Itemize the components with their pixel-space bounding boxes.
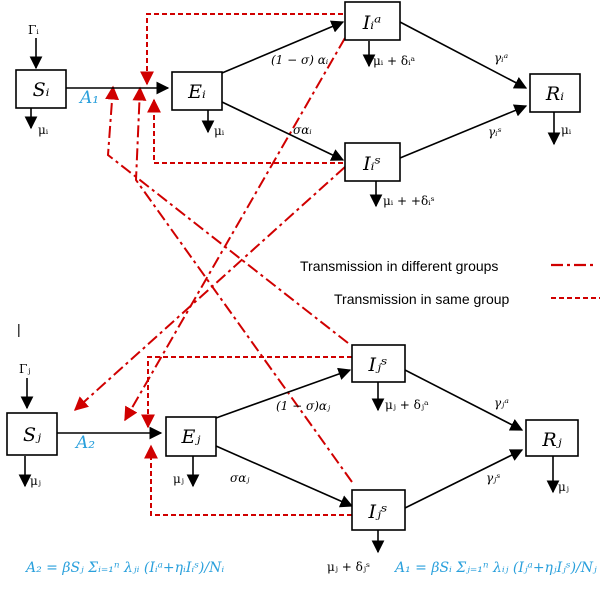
cross-line-is-to-sj (73, 166, 346, 411)
legend: Transmission in different groups Transmi… (300, 258, 600, 307)
box-iai (344, 1, 401, 41)
label-sj: Sⱼ (23, 424, 41, 446)
rate-ia-r-j: γⱼᵃ (494, 396, 509, 410)
formula-a2: A₂ = βSⱼ Σᵢ₌₁ⁿ λⱼᵢ (Iᵢᵃ+ηᵢIᵢˢ)/Nᵢ (24, 560, 224, 576)
label-ei: Eᵢ (187, 81, 206, 103)
mu-label-ej: μⱼ (173, 472, 184, 486)
stray-mark: | (17, 321, 21, 337)
rate-is-r-j: γⱼˢ (486, 471, 500, 485)
box-labels: Sᵢ Eᵢ Iᵢᵃ Iᵢˢ Rᵢ Sⱼ Eⱼ Iⱼˢ Iⱼˢ Rⱼ (23, 12, 564, 523)
same-group-line-ja-to-e (141, 356, 352, 429)
rate-labels: Γᵢ μᵢ μᵢ μᵢ + δᵢᵃ μᵢ + +δᵢˢ μᵢ (1 − σ) α… (19, 23, 572, 574)
box-isi (344, 142, 401, 182)
mu-label-iai: μᵢ + δᵢᵃ (373, 54, 416, 68)
compartment-boxes (6, 1, 581, 531)
label-ri: Rᵢ (545, 83, 564, 105)
formula-a1: A₁ = βSᵢ Σⱼ₌₁ⁿ λᵢⱼ (Iⱼᵃ+ηⱼIⱼˢ)/Nⱼ (393, 560, 597, 576)
label-si: Sᵢ (33, 79, 50, 101)
same-group-line-is-to-e (147, 98, 343, 164)
box-iaj (351, 344, 406, 383)
box-rj (525, 419, 579, 457)
flow-arrows (18, 20, 561, 554)
legend-same-group: Transmission in same group (334, 291, 510, 307)
label-iai: Iᵢᵃ (362, 12, 381, 34)
label-ej: Eⱼ (181, 426, 201, 448)
mu-label-isi: μᵢ + +δᵢˢ (383, 194, 435, 208)
arrow-ei-to-iai (221, 20, 345, 74)
arrow-ei-to-isi (221, 101, 345, 161)
arrow-iaj-to-rj (404, 369, 524, 431)
mu-label-si: μᵢ (38, 123, 49, 137)
box-ri (529, 73, 581, 113)
mu-label-ei: μᵢ (214, 124, 225, 138)
label-isj: Iⱼˢ (368, 501, 388, 523)
cross-line-js-to-si (132, 86, 353, 483)
gamma-in-i: Γᵢ (28, 23, 39, 37)
arrow-ej-to-iaj (215, 367, 352, 419)
arrow-isi-to-ri (399, 104, 528, 159)
gamma-in-j: Γⱼ (19, 362, 31, 376)
mu-label-iaj: μⱼ + δⱼᵃ (385, 398, 429, 412)
rate-is-r-i: γᵢˢ (488, 125, 502, 139)
label-rj: Rⱼ (541, 429, 561, 451)
label-a2: A₂ (74, 433, 95, 453)
mu-label-ri: μᵢ (561, 123, 572, 137)
mu-label-rj: μⱼ (558, 480, 569, 494)
legend-different-groups: Transmission in different groups (300, 258, 498, 274)
rate-e-ia-j: (1 − σ)αⱼ (276, 399, 331, 413)
arrow-ej-to-isj (215, 445, 354, 508)
box-ei (171, 71, 223, 111)
same-group-line-js-to-e (144, 444, 352, 516)
box-ej (165, 416, 217, 457)
label-iaj: Iⱼˢ (368, 354, 388, 376)
rate-e-ia-i: (1 − σ) αᵢ (271, 53, 329, 67)
arrow-iai-to-ri (399, 21, 528, 89)
rate-e-is-i: σαᵢ (293, 123, 312, 137)
transmission-lines (73, 13, 353, 516)
rate-e-is-j: σαⱼ (230, 471, 250, 485)
mu-label-sj: μⱼ (30, 474, 41, 488)
label-a1: A₁ (78, 88, 99, 108)
label-isi: Iᵢˢ (362, 153, 381, 175)
box-si (15, 69, 67, 109)
box-isj (351, 489, 406, 531)
mu-label-isj: μⱼ + δⱼˢ (327, 560, 370, 574)
cross-line-ia-to-sj (124, 37, 346, 422)
arrow-isj-to-rj (404, 449, 524, 509)
cross-line-ja-to-si (105, 85, 349, 344)
rate-ia-r-i: γᵢᵃ (494, 51, 508, 65)
same-group-line-ia-to-e (140, 13, 343, 86)
box-sj (6, 412, 58, 456)
